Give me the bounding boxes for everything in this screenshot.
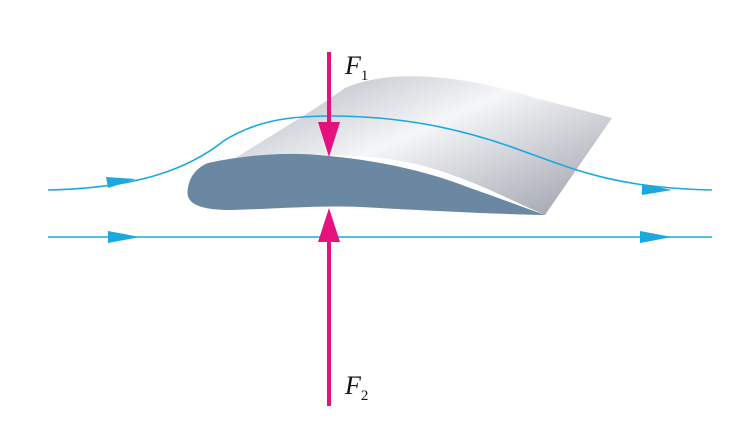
- force-f2-symbol: F: [344, 371, 362, 400]
- force-f1-symbol: F: [344, 51, 362, 80]
- force-f1-label: F1: [344, 51, 368, 84]
- force-f2-label: F2: [344, 371, 368, 404]
- force-f1-arrowhead: [318, 122, 340, 157]
- upper-streamline-arrow-right: [642, 184, 672, 195]
- lower-streamline-arrow-right: [640, 231, 672, 243]
- upper-streamline-arrow-left: [106, 177, 136, 188]
- force-f1-subscript: 1: [361, 68, 369, 84]
- upper-streamline: [47, 115, 713, 191]
- force-f2-subscript: 2: [361, 388, 369, 404]
- wing-upper-surface: [222, 76, 612, 216]
- lower-streamline-arrow-left: [108, 231, 140, 243]
- force-f2-arrowhead: [318, 208, 340, 242]
- airfoil-cross-section: [187, 153, 545, 215]
